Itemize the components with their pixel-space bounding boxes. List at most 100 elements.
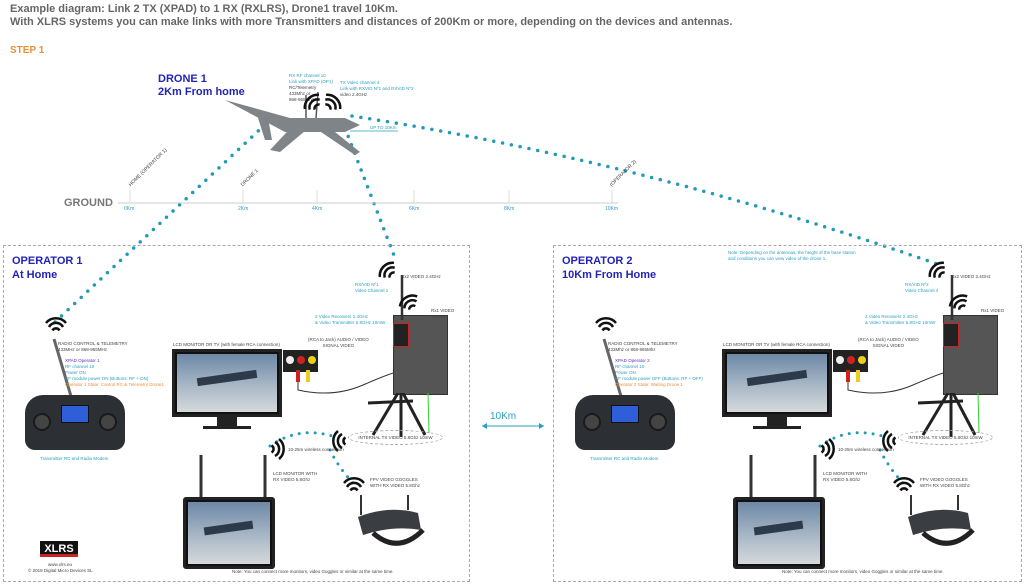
diagram-title: Example diagram: Link 2 TX (XPAD) to 1 R… — [10, 3, 398, 15]
operator1-transmitter — [25, 395, 125, 450]
operator1-fpv-goggles — [358, 495, 425, 546]
operator1-rc-antenna — [52, 338, 75, 404]
xlrs-logo: XLRS — [40, 541, 78, 557]
operator2-title: OPERATOR 2 — [562, 255, 633, 267]
operator2-transmitter-screen — [611, 405, 639, 423]
operator1-panel — [3, 245, 470, 582]
operator2-lcd-rx-1: LCD MONITOR WITH — [823, 471, 868, 476]
drone-tx-wifi-icon — [324, 93, 342, 111]
operator2-xpad-line-4: Operator 2 State: Waiting Drone 1 — [615, 382, 683, 387]
drone-rc-label-3: 868-965Mhz — [289, 97, 315, 102]
operator1-rc-wifi-icon — [45, 317, 67, 332]
operator1-rx2-wifi-icon — [378, 261, 396, 279]
drone-rc-label-2: 433Mhz or — [289, 91, 311, 96]
drone-rx-wifi-icon — [303, 93, 321, 111]
tick-8km: 8Km — [504, 206, 515, 212]
tick-2km: 2Km — [238, 206, 249, 212]
link-drone-rx1 — [343, 126, 397, 260]
operator1-rxvid-2: Video Channel 1 — [355, 288, 389, 293]
operator2-rc-antenna — [602, 338, 625, 404]
operator2-goggles-1: FPV VIDEO GOGGLES — [920, 477, 968, 482]
operator2-transmitter — [575, 395, 675, 450]
operator2-lcd-rx-monitor — [733, 497, 825, 569]
operator1-lcd-label: LCD MONITOR OR TV (with female RCA conne… — [173, 342, 280, 347]
operator2-top-note-1: Note: Depending on the antennas, the hei… — [728, 250, 856, 255]
operator2-rc-label-2: 433Mhz or 868-965Mhz — [608, 347, 656, 352]
operator1-tx-caption: Transmitter RC and Radio Modem — [40, 456, 109, 461]
tick-4km: 4Km — [312, 206, 323, 212]
operator2-rca-label-1: (RCA to Jack) AUDIO / VIDEO — [858, 337, 919, 342]
operator2-wireless-label: 10-25m wireless connection — [838, 447, 894, 452]
operator2-lcd-monitor — [722, 349, 832, 417]
operator1-goggles-1: FPV VIDEO GOGGLES — [370, 477, 418, 482]
step-label: STEP 1 — [10, 45, 45, 56]
drone-tx-label-1: TX Video channel 4 — [340, 80, 380, 85]
operator1-lcd-rx-1: LCD MONITOR WITH — [273, 471, 318, 476]
drone-rc-label-1: RC/Telemetry — [289, 85, 317, 90]
operator2-rx2-wifi-icon — [928, 261, 946, 279]
operator1-xpad-line-3: RF module power ON (Buttons: RF + ON) — [65, 376, 149, 381]
diagram-subtitle: With XLRS systems you can make links wit… — [10, 16, 733, 28]
distance-label: 10Km — [490, 411, 517, 422]
operator2-goggles-2: WITH RX VIDEO 5.8Ghz — [920, 483, 971, 488]
operator1-rca-label-1: (RCA to Jack) AUDIO / VIDEO — [308, 337, 369, 342]
operator1-internal-tx-label: INTERNAL TX VIDEO 5.8Ghz 10mW — [348, 430, 443, 445]
operator2-note: Note: You can connect more monitors, vid… — [782, 569, 944, 574]
operator1-transmitter-screen — [61, 405, 89, 423]
operator2-fpv-goggles — [908, 495, 975, 546]
operator1-wireless-label: 10-25m wireless connection — [288, 447, 344, 452]
operator1-lcd-rx-monitor — [183, 497, 275, 569]
operator2-tx-caption: Transmitter RC and Radio Modem — [590, 456, 659, 461]
operator1-rca-connector — [283, 350, 318, 372]
operator1-lcd-monitor — [172, 349, 282, 417]
operator2-receivers-1: 2 Video Receivers 2.4GHz — [865, 314, 918, 319]
operator2-rx1-wifi-icon — [948, 294, 968, 310]
tick-10km: 10Km — [605, 206, 619, 212]
operator1-lcd-rx-2: RX VIDEO 5.8Ghz — [273, 477, 311, 482]
operator2-xpad-line-0: XPAD Operator 2 — [615, 358, 650, 363]
operator2-goggles-wifi-icon — [893, 477, 915, 492]
operator1-xpad-line-4: Operator 1 State: Control RC & Telemetry… — [65, 382, 164, 387]
operator1-xpad-line-0: XPAD Operator 1 — [65, 358, 100, 363]
operator2-rx1-1: Rx1 VIDEO — [981, 308, 1005, 313]
copyright-label: © 2018 Digital Micro Devices SL — [28, 568, 93, 573]
up-to-label: UP TO 10Km — [370, 125, 397, 130]
drone-image — [225, 91, 360, 155]
operator1-receivers-1: 2 Video Receivers 2.4GHz — [315, 314, 368, 319]
operator1-monitor-wifi-icon — [270, 438, 285, 460]
operator1-subtitle: At Home — [12, 269, 58, 281]
operator2-lcd-label: LCD MONITOR OR TV (with female RCA conne… — [723, 342, 830, 347]
operator1-rca-label-2: SIGNAL VIDEO — [322, 343, 355, 348]
tick-6km: 6Km — [409, 206, 420, 212]
drone-rx-label-1: RX RF channel 10 — [289, 73, 326, 78]
operator1-title: OPERATOR 1 — [12, 255, 83, 267]
drone-subtitle: 2Km From home — [158, 86, 245, 98]
operator1-rxvid-1: RX/VID Nº1 — [355, 282, 379, 287]
operator1-internal-tx-wifi-icon — [332, 430, 347, 452]
operator1-tripod — [367, 393, 430, 437]
operator2-top-note-2: and conditions you can view video of the… — [728, 256, 827, 261]
operator1-xpad-line-2: Power ON — [65, 370, 86, 375]
operator2-monitor-wifi-icon — [820, 438, 835, 460]
operator1-receivers-2: & Video Transmitter 5.8GHz 10mW — [315, 320, 386, 325]
operator2-lcd-rx-2: RX VIDEO 5.8Ghz — [823, 477, 861, 482]
operator1-rx1-2: 2.4GHz — [431, 314, 447, 319]
tick-0km: 0Km — [124, 206, 135, 212]
operator1-rx1-wifi-icon — [398, 294, 418, 310]
operator1-rc-label-2: 433MHz or 868-965MHz — [58, 347, 108, 352]
operator2-subtitle: 10Km From Home — [562, 269, 657, 281]
operator2-rca-cable — [846, 370, 949, 394]
website-label: www.xlrs.eu — [48, 562, 73, 567]
operator2-xpad-line-2: Power ON — [615, 370, 636, 375]
drone-rx-label-2: Link with XPAD (OP1) — [289, 79, 333, 84]
operator2-rx1-2: 2.4GHz — [981, 314, 997, 319]
link-drone-rx2 — [350, 114, 942, 267]
operator1-note: Note: You can connect more monitors, vid… — [232, 569, 394, 574]
ground-label: GROUND — [64, 197, 113, 209]
operator1-rca-cable — [296, 370, 399, 394]
drone-title: DRONE 1 — [158, 73, 207, 85]
operator2-receivers-2: & Video Transmitter 5.8GHz 10mW — [865, 320, 936, 325]
operator2-rca-connector — [833, 350, 868, 372]
operator2-internal-tx-label: INTERNAL TX VIDEO 5.8Ghz 10mW — [898, 430, 993, 445]
operator2-xpad-line-3: RF module power OFF (Buttons: RF + OFF) — [615, 376, 703, 381]
